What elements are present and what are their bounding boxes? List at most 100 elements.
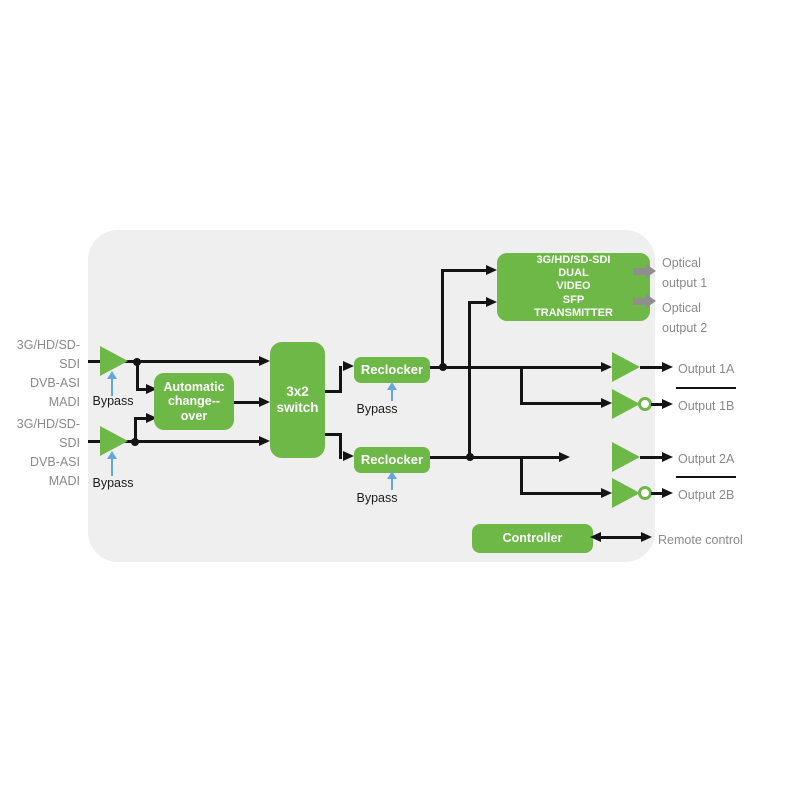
changeover-block: Automatic change-- over (154, 373, 234, 430)
optical-output-1-line-1: Optical (662, 256, 701, 270)
input-2-line-3: MADI (48, 474, 80, 488)
arrowhead (662, 362, 673, 372)
bypass-arrowhead-1 (107, 371, 117, 379)
input-1-line-1: 3G/HD/SD-SDI (16, 338, 80, 371)
bypass-label-4: Bypass (356, 491, 398, 505)
junction-dot (131, 438, 139, 446)
arrowhead (259, 436, 270, 446)
junction-dot (466, 453, 474, 461)
wire (136, 388, 148, 391)
inverter-bubble-icon (638, 397, 652, 411)
sfp-line-5: TRANSMITTER (534, 306, 613, 319)
wire (88, 440, 260, 443)
arrowhead (559, 452, 570, 462)
bypass-arrow-2 (111, 458, 113, 476)
wire (651, 492, 663, 495)
sfp-line-3: VIDEO (556, 280, 591, 293)
arrowhead (601, 488, 612, 498)
arrowhead (601, 362, 612, 372)
wire (441, 269, 487, 272)
output-2a-label: Output 2A (678, 452, 735, 466)
bypass-arrowhead-3 (387, 382, 397, 390)
reclocker-2-label: Reclocker (360, 451, 424, 467)
sfp-transmitter-block: 3G/HD/SD-SDI DUAL VIDEO SFP TRANSMITTER (497, 253, 650, 321)
wire (134, 417, 148, 420)
arrowhead (259, 356, 270, 366)
bypass-arrowhead-4 (387, 471, 397, 479)
output-amp-2a-icon (612, 442, 640, 472)
switch-line-2: switch (276, 400, 319, 415)
output-1a-label: Output 1A (678, 362, 735, 376)
input-1-labels: 3G/HD/SD-SDI DVB-ASI MADI (0, 336, 80, 412)
arrowhead (641, 532, 652, 542)
output-2b-overline (676, 476, 736, 478)
optical-output-2-label: Optical output 2 (662, 298, 707, 338)
output-1b-label: Output 1B (678, 399, 735, 413)
output-amp-1a-icon (612, 352, 640, 382)
wire (134, 417, 137, 442)
reclocker-1-block: Reclocker (354, 357, 430, 383)
wire (136, 361, 139, 390)
bypass-arrowhead-2 (107, 451, 117, 459)
wire (441, 269, 444, 368)
wire (430, 366, 601, 369)
input-1-line-3: MADI (48, 395, 80, 409)
controller-block: Controller (472, 524, 593, 553)
changeover-line-2: change-- (167, 394, 221, 409)
input-1-line-2: DVB-ASI (29, 376, 80, 390)
wire (88, 360, 260, 363)
bypass-arrow-4 (391, 477, 393, 490)
wire (520, 402, 601, 405)
arrowhead (343, 361, 354, 371)
sfp-line-1: 3G/HD/SD-SDI (536, 254, 611, 267)
wire (520, 492, 601, 495)
wire (520, 456, 523, 495)
wire (468, 301, 471, 457)
arrowhead (662, 488, 673, 498)
wire (468, 301, 487, 304)
wire (325, 433, 342, 436)
arrowhead (343, 451, 354, 461)
optical-output-2-line-1: Optical (662, 301, 701, 315)
changeover-line-1: Automatic (163, 379, 225, 394)
wire (325, 390, 342, 393)
wire (520, 366, 523, 405)
arrowhead (486, 265, 497, 275)
arrowhead (662, 452, 673, 462)
controller-label: Controller (502, 531, 563, 546)
arrowhead (486, 297, 497, 307)
arrowhead (146, 384, 157, 394)
output-amp-2b-icon (612, 478, 640, 508)
inverter-bubble-icon (638, 486, 652, 500)
wire (233, 401, 260, 404)
reclocker-1-label: Reclocker (360, 361, 424, 377)
arrowhead (259, 397, 270, 407)
remote-control-label: Remote control (658, 533, 743, 547)
bypass-arrow-1 (111, 378, 113, 396)
optical-arrow-2-icon (633, 298, 646, 305)
optical-output-1-label: Optical output 1 (662, 253, 707, 293)
wire (339, 366, 342, 393)
wire (600, 536, 642, 539)
output-1b-overline (676, 387, 736, 389)
arrowhead (146, 413, 157, 423)
optical-output-1-line-2: output 1 (662, 276, 708, 290)
output-amp-1b-icon (612, 389, 640, 419)
reclocker-2-block: Reclocker (354, 447, 430, 473)
wire (339, 433, 342, 459)
bypass-arrow-3 (391, 388, 393, 401)
optical-output-2-line-2: output 2 (662, 321, 708, 335)
input-2-line-1: 3G/HD/SD-SDI (16, 417, 80, 450)
junction-dot (133, 358, 141, 366)
arrowhead (601, 398, 612, 408)
wire (430, 456, 559, 459)
input-2-labels: 3G/HD/SD-SDI DVB-ASI MADI (0, 415, 80, 491)
changeover-line-3: over (180, 408, 208, 423)
wire (651, 403, 663, 406)
sfp-line-4: SFP (562, 293, 585, 306)
wire (640, 366, 663, 369)
optical-arrow-1-icon (646, 264, 656, 278)
arrowhead (590, 532, 601, 542)
bypass-label-2: Bypass (92, 476, 134, 490)
